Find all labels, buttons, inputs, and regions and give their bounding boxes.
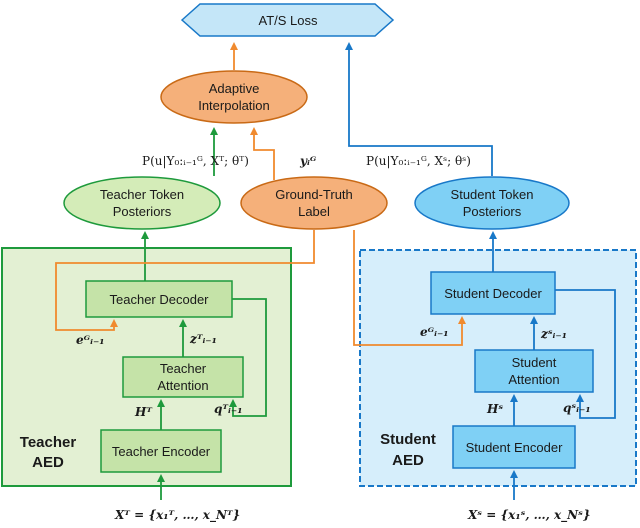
teacher-attention-line2: Attention [157,378,208,393]
teacher-aed-title-line2: AED [32,454,64,471]
teacher-X-formula: Xᵀ = {x₁ᵀ, …, x_Nᵀ} [114,508,240,523]
arrow-teacher-q-feedback [229,298,267,417]
teacher-attention [122,356,244,398]
student-aed-title-line2: AED [392,452,424,469]
student-posteriors-node [414,176,570,230]
student-attention-line1: Student [512,355,557,370]
teacher-decoder-label: Teacher Decoder [110,292,210,307]
student-posteriors-line2: Posteriors [463,204,522,219]
arrow-gt-interp [250,127,275,180]
student-aed-title-line1: Student [380,431,436,448]
teacher-posteriors-line1: Teacher Token [100,187,184,202]
student-posterior-formula: P(u|Y₀:ᵢ₋₁ᴳ, Xˢ; θˢ) [366,154,471,168]
student-H-symbol: Hˢ [486,402,503,416]
student-posteriors-line1: Student Token [451,187,534,202]
student-decoder-label: Student Decoder [444,286,542,301]
gt-label-symbol: yᵢᴳ [299,154,317,168]
interpolation-line2: Interpolation [198,98,270,113]
student-attention [474,349,594,393]
student-z-symbol: zˢᵢ₋₁ [540,327,567,341]
student-decoder [430,271,556,315]
interpolation-line1: Adaptive [209,81,260,96]
teacher-encoder [100,429,222,473]
student-X-formula: Xˢ = {x₁ˢ, …, x_Nˢ} [467,508,591,523]
loss-label: AT/S Loss [258,13,318,28]
arrow-teacher-e-feedback [55,230,315,331]
student-encoder [452,425,576,469]
teacher-H-symbol: Hᵀ [134,405,153,419]
student-q-symbol: qˢᵢ₋₁ [563,401,591,415]
teacher-posterior-formula: P(u|Y₀:ᵢ₋₁ᴳ, Xᵀ; θᵀ) [142,154,249,168]
ground-truth-node [240,176,388,230]
student-e-symbol: eᴳᵢ₋₁ [420,325,449,339]
teacher-e-symbol: eᴳᵢ₋₁ [76,333,105,347]
arrow-student-loss [345,42,493,176]
student-attention-line2: Attention [508,372,559,387]
teacher-posteriors-line2: Posteriors [113,204,172,219]
teacher-z-symbol: zᵀᵢ₋₁ [189,332,217,346]
student-encoder-label: Student Encoder [466,440,564,455]
teacher-q-symbol: qᵀᵢ₋₁ [214,402,242,416]
teacher-aed-title-line1: Teacher [20,434,77,451]
teacher-encoder-label: Teacher Encoder [112,444,211,459]
teacher-posteriors-node [63,176,221,230]
arrow-student-e-feedback [353,230,466,346]
arrow-student-q-feedback [555,289,616,419]
ground-truth-line2: Label [298,204,330,219]
loss-box [180,3,395,37]
ground-truth-line1: Ground-Truth [275,187,353,202]
teacher-attention-line1: Teacher [160,361,207,376]
interpolation-node [160,70,308,124]
